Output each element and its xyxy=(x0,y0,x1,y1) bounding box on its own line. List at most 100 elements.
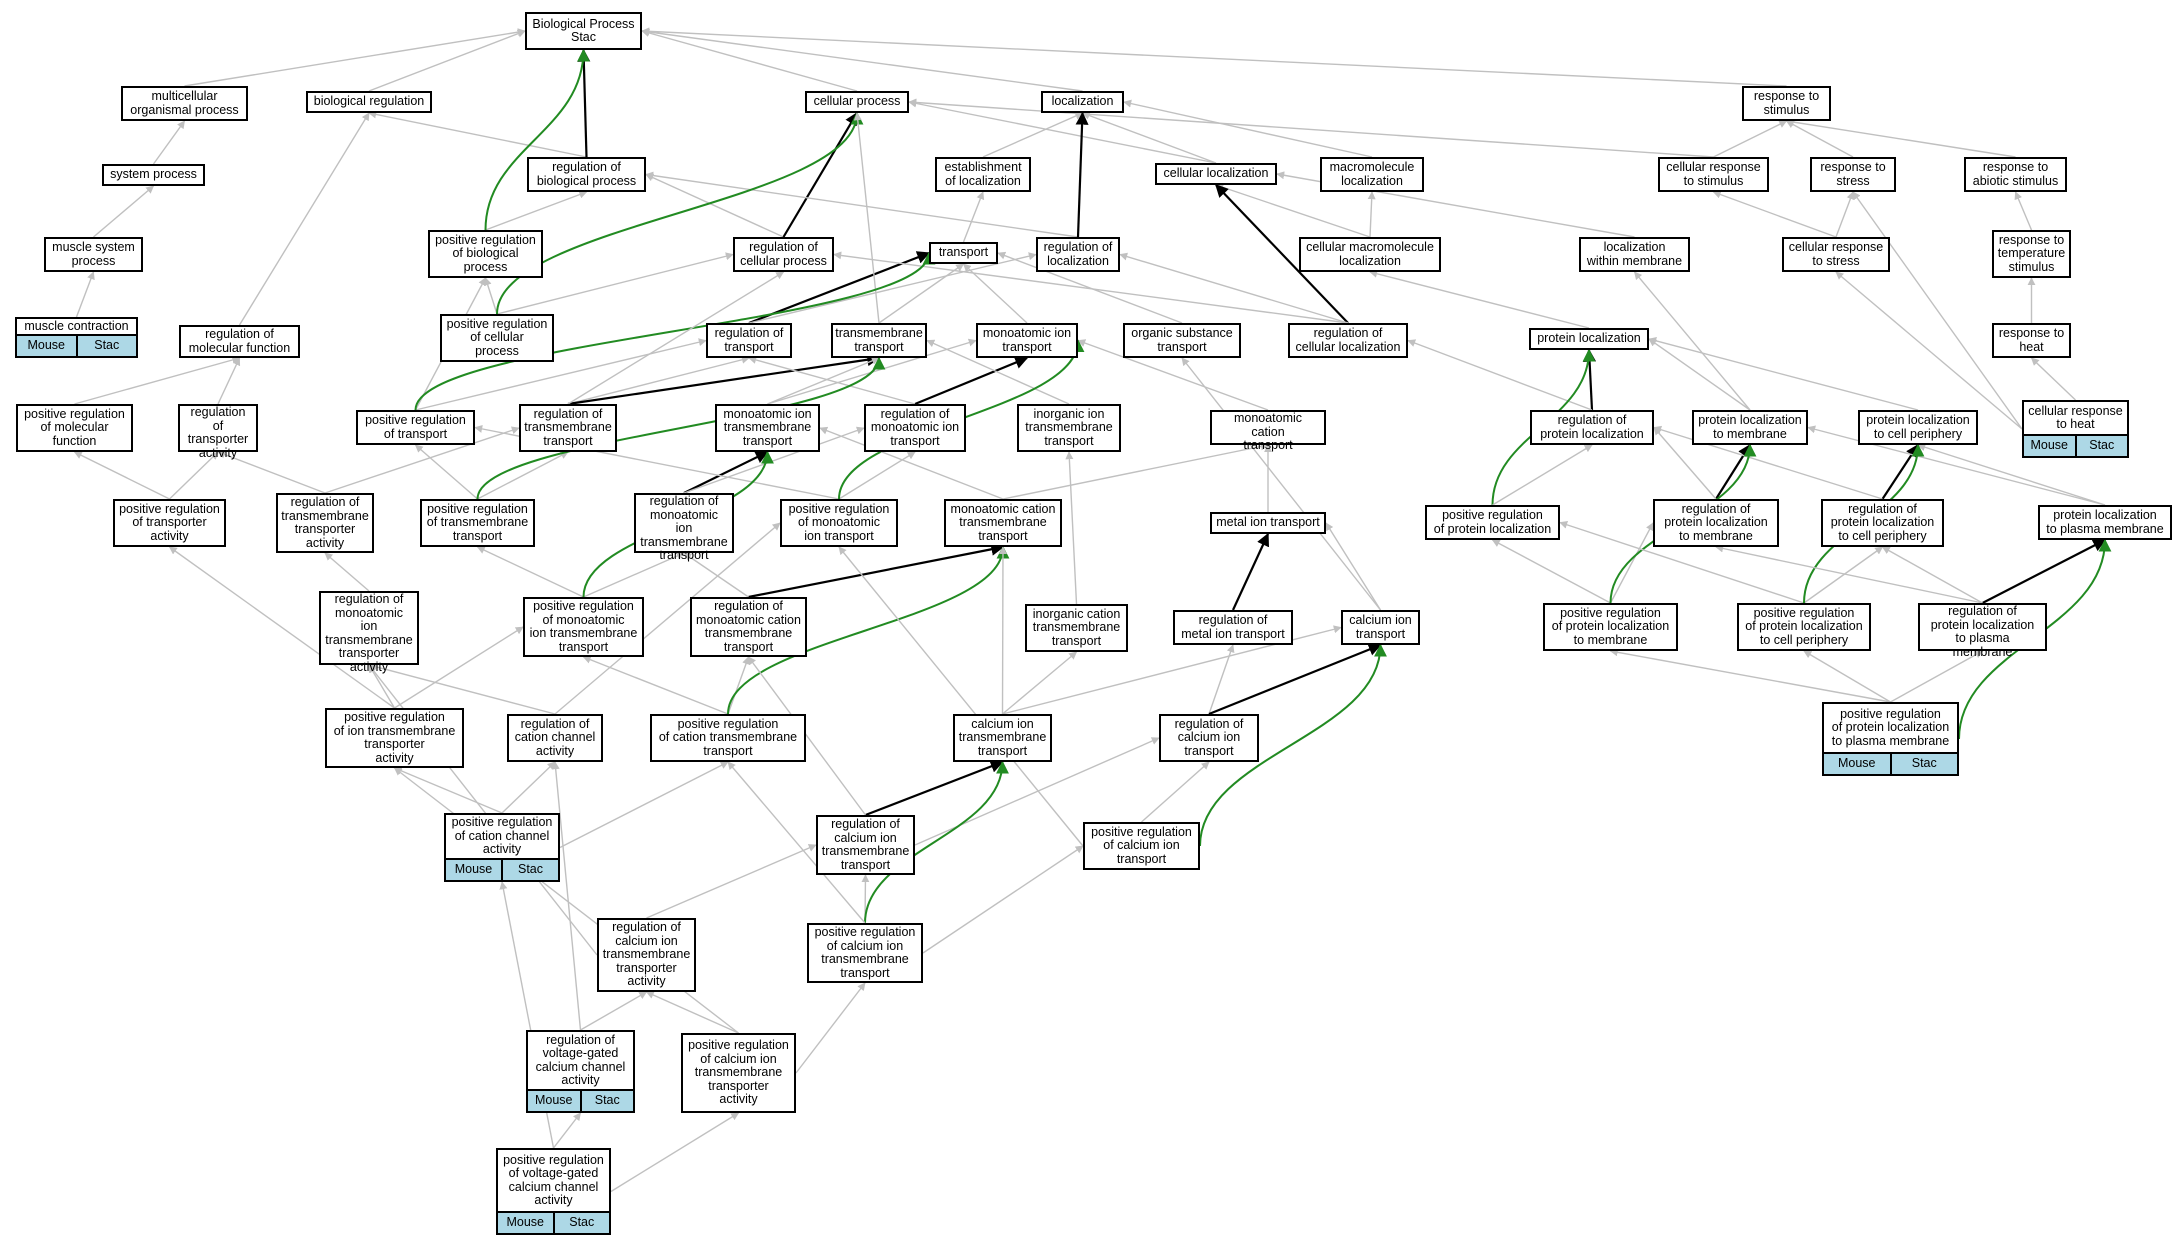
go-term-node-regulation-of-protein-localization-to-plasma-membrane[interactable]: regulation of protein localization to pl… xyxy=(1918,603,2047,658)
go-term-node-macromolecule-localization[interactable]: macromolecule localization xyxy=(1320,157,1424,192)
go-term-node-positive-regulation-of-protein-localization[interactable]: positive regulation of protein localizat… xyxy=(1425,505,1560,540)
go-term-node-positive-regulation-of-ion-transmembrane-transporter-activity[interactable]: positive regulation of ion transmembrane… xyxy=(325,708,464,768)
go-term-label: regulation of protein localization to me… xyxy=(1664,501,1768,543)
go-term-node-system-process[interactable]: system process xyxy=(102,164,205,186)
edge-rcitmta-to-rcitmt xyxy=(646,844,817,919)
go-term-node-cellular-response-to-stimulus[interactable]: cellular response to stimulus xyxy=(1658,157,1769,192)
edge-rtmta-to-rta xyxy=(217,450,326,494)
go-term-node-monoatomic-ion-transport[interactable]: monoatomic ion transport xyxy=(976,323,1078,358)
go-term-node-transmembrane-transport[interactable]: transmembrane transport xyxy=(831,323,927,358)
edge-transport-to-eol xyxy=(962,191,985,243)
go-term-node-biological-regulation[interactable]: biological regulation xyxy=(306,91,432,113)
go-term-node-biological-process-stac[interactable]: Biological Process Stac xyxy=(525,12,642,50)
go-term-node-positive-regulation-of-calcium-ion-transport[interactable]: positive regulation of calcium ion trans… xyxy=(1083,822,1200,870)
go-term-node-metal-ion-transport[interactable]: metal ion transport xyxy=(1210,512,1326,534)
go-term-node-protein-localization-to-cell-periphery[interactable]: protein localization to cell periphery xyxy=(1858,410,1978,445)
go-term-node-positive-regulation-of-cation-channel-activity[interactable]: positive regulation of cation channel ac… xyxy=(444,813,560,882)
go-term-node-regulation-of-transmembrane-transporter-activity[interactable]: regulation of transmembrane transporter … xyxy=(276,493,374,553)
go-term-node-regulation-of-cellular-localization[interactable]: regulation of cellular localization xyxy=(1288,323,1408,358)
go-term-node-regulation-of-metal-ion-transport[interactable]: regulation of metal ion transport xyxy=(1173,610,1293,645)
go-term-label: positive regulation of calcium ion trans… xyxy=(688,1038,789,1107)
go-term-node-cellular-response-to-stress[interactable]: cellular response to stress xyxy=(1782,237,1890,272)
edge-cmacl-to-macl xyxy=(1367,191,1376,238)
go-term-node-regulation-of-biological-process[interactable]: regulation of biological process xyxy=(527,157,646,192)
go-term-node-calcium-ion-transmembrane-transport[interactable]: calcium ion transmembrane transport xyxy=(953,714,1052,762)
edge-ictmt-to-iitmt xyxy=(1065,451,1078,605)
go-term-node-positive-regulation-of-protein-localization-to-plasma-membrane[interactable]: positive regulation of protein localizat… xyxy=(1822,702,1959,776)
go-term-node-muscle-system-process[interactable]: muscle system process xyxy=(44,237,143,272)
go-term-node-regulation-of-transport[interactable]: regulation of transport xyxy=(706,323,792,358)
go-term-node-regulation-of-voltage-gated-calcium-channel-activity[interactable]: regulation of voltage-gated calcium chan… xyxy=(526,1030,635,1113)
go-term-node-transport[interactable]: transport xyxy=(929,242,998,264)
go-term-node-positive-regulation-of-molecular-function[interactable]: positive regulation of molecular functio… xyxy=(16,404,133,452)
go-term-node-response-to-heat[interactable]: response to heat xyxy=(1992,323,2071,358)
go-term-label: positive regulation of cation channel ac… xyxy=(451,815,553,857)
go-term-node-cellular-macromolecule-localization[interactable]: cellular macromolecule localization xyxy=(1299,237,1441,272)
go-term-node-regulation-of-protein-localization-to-cell-periphery[interactable]: regulation of protein localization to ce… xyxy=(1821,499,1944,547)
go-term-node-monoatomic-cation-transport[interactable]: monoatomic cation transport xyxy=(1210,410,1326,452)
go-term-node-response-to-stimulus[interactable]: response to stimulus xyxy=(1742,86,1831,121)
go-term-label: regulation of protein localization to ce… xyxy=(1830,501,1935,543)
go-term-node-positive-regulation-of-cation-transmembrane-transport[interactable]: positive regulation of cation transmembr… xyxy=(650,714,806,762)
go-term-node-regulation-of-cellular-process[interactable]: regulation of cellular process xyxy=(733,237,834,272)
go-term-label: macromolecule localization xyxy=(1329,160,1415,188)
go-term-node-organic-substance-transport[interactable]: organic substance transport xyxy=(1123,323,1241,358)
go-term-node-regulation-of-monoatomic-cation-transmembrane-transport[interactable]: regulation of monoatomic cation transmem… xyxy=(690,597,807,657)
go-term-node-cellular-localization[interactable]: cellular localization xyxy=(1155,163,1277,185)
go-term-node-positive-regulation-of-transport[interactable]: positive regulation of transport xyxy=(356,410,475,445)
go-term-node-regulation-of-molecular-function[interactable]: regulation of molecular function xyxy=(179,325,300,358)
go-term-label: monoatomic cation transport xyxy=(1233,411,1303,452)
go-term-node-protein-localization-to-membrane[interactable]: protein localization to membrane xyxy=(1692,410,1808,445)
go-term-node-monoatomic-cation-transmembrane-transport[interactable]: monoatomic cation transmembrane transpor… xyxy=(944,499,1062,547)
go-term-node-regulation-of-monoatomic-ion-transmembrane-transporter-activity[interactable]: regulation of monoatomic ion transmembra… xyxy=(319,591,419,673)
go-term-node-positive-regulation-of-voltage-gated-calcium-channel-activity[interactable]: positive regulation of voltage-gated cal… xyxy=(496,1148,611,1235)
go-term-node-regulation-of-protein-localization[interactable]: regulation of protein localization xyxy=(1530,410,1654,445)
go-term-node-response-to-temperature-stimulus[interactable]: response to temperature stimulus xyxy=(1992,230,2071,278)
go-term-label: regulation of monoatomic ion transmembra… xyxy=(325,592,413,674)
go-term-node-response-to-stress[interactable]: response to stress xyxy=(1810,157,1896,192)
go-term-node-positive-regulation-of-monoatomic-ion-transmembrane-transport[interactable]: positive regulation of monoatomic ion tr… xyxy=(523,597,644,657)
go-term-node-inorganic-cation-transmembrane-transport[interactable]: inorganic cation transmembrane transport xyxy=(1025,604,1128,652)
go-term-node-regulation-of-transmembrane-transport[interactable]: regulation of transmembrane transport xyxy=(519,404,617,452)
edge-eol-to-loc xyxy=(982,112,1084,158)
edge-rta-to-rmf xyxy=(217,357,241,405)
go-term-node-positive-regulation-of-transmembrane-transport[interactable]: positive regulation of transmembrane tra… xyxy=(420,499,535,547)
go-term-node-positive-regulation-of-calcium-ion-transmembrane-transporter-activity[interactable]: positive regulation of calcium ion trans… xyxy=(681,1033,796,1113)
go-term-node-regulation-of-transporter-activity[interactable]: regulation of transporter activity xyxy=(178,404,258,459)
go-term-node-protein-localization-to-plasma-membrane[interactable]: protein localization to plasma membrane xyxy=(2038,505,2172,540)
go-term-node-multicellular-organismal-process[interactable]: multicellular organismal process xyxy=(121,86,248,121)
go-term-label: regulation of molecular function xyxy=(188,327,291,355)
go-term-node-regulation-of-monoatomic-ion-transmembrane-transport[interactable]: regulation of monoatomic ion transmembra… xyxy=(634,493,734,562)
go-term-node-positive-regulation-of-cellular-process[interactable]: positive regulation of cellular process xyxy=(440,314,554,362)
go-term-node-protein-localization[interactable]: protein localization xyxy=(1529,328,1649,350)
edge-crheat-to-crstress xyxy=(1835,271,2023,430)
go-term-node-regulation-of-calcium-ion-transmembrane-transporter-activity[interactable]: regulation of calcium ion transmembrane … xyxy=(597,918,696,992)
go-term-node-calcium-ion-transport[interactable]: calcium ion transport xyxy=(1341,610,1420,645)
go-term-node-regulation-of-localization[interactable]: regulation of localization xyxy=(1036,237,1120,272)
go-term-node-cellular-process[interactable]: cellular process xyxy=(805,91,909,113)
go-term-node-localization-within-membrane[interactable]: localization within membrane xyxy=(1579,237,1690,272)
go-term-node-regulation-of-cation-channel-activity[interactable]: regulation of cation channel activity xyxy=(507,714,603,762)
edge-msp-to-sp xyxy=(93,185,155,238)
go-term-node-positive-regulation-of-biological-process[interactable]: positive regulation of biological proces… xyxy=(428,230,543,278)
go-term-node-regulation-of-calcium-ion-transport[interactable]: regulation of calcium ion transport xyxy=(1159,714,1259,762)
go-term-label: positive regulation of molecular functio… xyxy=(24,406,125,448)
go-term-node-localization[interactable]: localization xyxy=(1041,91,1124,113)
go-term-node-regulation-of-monoatomic-ion-transport[interactable]: regulation of monoatomic ion transport xyxy=(864,404,966,452)
go-term-node-positive-regulation-of-monoatomic-ion-transport[interactable]: positive regulation of monoatomic ion tr… xyxy=(780,499,898,547)
go-term-node-monoatomic-ion-transmembrane-transport[interactable]: monoatomic ion transmembrane transport xyxy=(715,404,820,452)
go-term-node-positive-regulation-of-transporter-activity[interactable]: positive regulation of transporter activ… xyxy=(113,499,226,547)
go-term-node-positive-regulation-of-calcium-ion-transmembrane-transport[interactable]: positive regulation of calcium ion trans… xyxy=(807,923,923,983)
go-term-node-establishment-of-localization[interactable]: establishment of localization xyxy=(935,157,1031,192)
go-term-node-inorganic-ion-transmembrane-transport[interactable]: inorganic ion transmembrane transport xyxy=(1017,404,1121,452)
go-term-node-positive-regulation-of-protein-localization-to-cell-periphery[interactable]: positive regulation of protein localizat… xyxy=(1737,603,1871,651)
edge-rtmt-to-rt xyxy=(567,355,750,405)
edge-rpl-to-pl xyxy=(1583,348,1597,411)
go-term-node-response-to-abiotic-stimulus[interactable]: response to abiotic stimulus xyxy=(1964,157,2067,192)
go-term-node-positive-regulation-of-protein-localization-to-membrane[interactable]: positive regulation of protein localizat… xyxy=(1543,603,1678,651)
go-term-node-regulation-of-protein-localization-to-membrane[interactable]: regulation of protein localization to me… xyxy=(1653,499,1779,547)
go-term-node-regulation-of-calcium-ion-transmembrane-transport[interactable]: regulation of calcium ion transmembrane … xyxy=(816,815,915,875)
